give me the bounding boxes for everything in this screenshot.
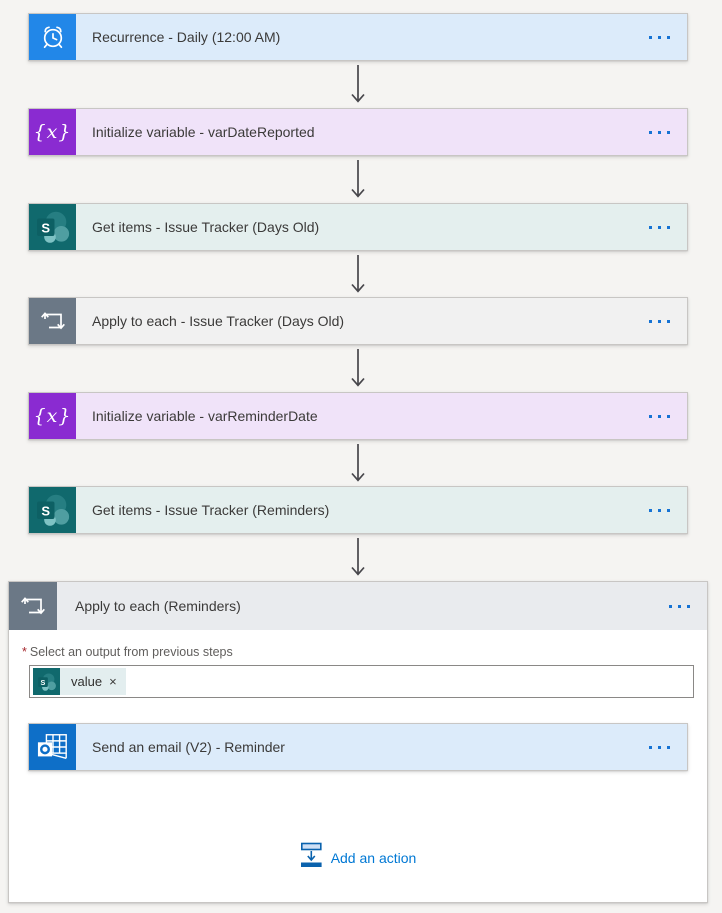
value-token[interactable]: S value × [33,668,126,695]
more-options-button[interactable] [632,393,687,439]
connector-arrow[interactable] [348,349,368,387]
step-card-send-email[interactable]: Send an email (V2) - Reminder [28,723,688,771]
loop-icon [29,298,76,344]
svg-text:S: S [41,504,50,519]
svg-text:S: S [40,678,45,687]
scope-apply-to-each-reminders: Apply to each (Reminders) *Select an out… [8,581,708,903]
variable-braces-icon: {x} [29,393,76,439]
scope-title: Apply to each (Reminders) [75,598,241,614]
step-title: Recurrence - Daily (12:00 AM) [92,29,281,45]
connector-arrow[interactable] [348,255,368,293]
step-title: Get items - Issue Tracker (Days Old) [92,219,320,235]
connector-arrow[interactable] [348,538,368,576]
step-card-recurrence[interactable]: Recurrence - Daily (12:00 AM) [28,13,688,61]
step-title: Get items - Issue Tracker (Reminders) [92,502,330,518]
scope-header[interactable]: Apply to each (Reminders) [9,582,707,630]
step-title: Send an email (V2) - Reminder [92,739,285,755]
step-card-initialize-variable[interactable]: {x} Initialize variable - varReminderDat… [28,392,688,440]
sharepoint-icon: S [29,204,76,250]
more-options-button[interactable] [632,724,687,770]
outlook-icon [29,724,76,770]
required-marker: * [22,645,27,659]
ellipsis-icon [649,745,652,749]
connector-arrow[interactable] [348,444,368,482]
ellipsis-icon [669,604,672,608]
step-card-get-items[interactable]: S Get items - Issue Tracker (Reminders) [28,486,688,534]
ellipsis-icon [649,225,652,229]
step-card-apply-to-each[interactable]: Apply to each - Issue Tracker (Days Old) [28,297,688,345]
step-title: Apply to each - Issue Tracker (Days Old) [92,313,345,329]
loop-icon [9,582,57,630]
more-options-button[interactable] [632,298,687,344]
more-options-button[interactable] [632,109,687,155]
token-label: value [71,674,103,689]
add-action-label: Add an action [330,849,417,866]
more-options-button[interactable] [632,204,687,250]
step-card-initialize-variable[interactable]: {x} Initialize variable - varDateReporte… [28,108,688,156]
more-options-button[interactable] [632,14,687,60]
add-action-button[interactable]: Add an action [9,842,707,873]
ellipsis-icon [649,130,652,134]
field-label: *Select an output from previous steps [22,645,233,659]
ellipsis-icon [649,508,652,512]
step-title: Initialize variable - varReminderDate [92,408,318,424]
insert-action-icon [300,842,323,873]
step-title: Initialize variable - varDateReported [92,124,315,140]
remove-token-button[interactable]: × [109,674,117,689]
sharepoint-icon: S [33,668,60,695]
connector-arrow[interactable] [348,160,368,198]
alarm-clock-icon [29,14,76,60]
more-options-button[interactable] [652,582,707,630]
more-options-button[interactable] [632,487,687,533]
svg-text:S: S [41,221,50,236]
ellipsis-icon [649,414,652,418]
variable-braces-icon: {x} [29,109,76,155]
connector-arrow[interactable] [348,65,368,103]
ellipsis-icon [649,319,652,323]
ellipsis-icon [649,35,652,39]
scope-body: *Select an output from previous steps S … [9,630,707,902]
sharepoint-icon: S [29,487,76,533]
step-card-get-items[interactable]: S Get items - Issue Tracker (Days Old) [28,203,688,251]
output-token-input[interactable]: S value × [29,665,694,698]
